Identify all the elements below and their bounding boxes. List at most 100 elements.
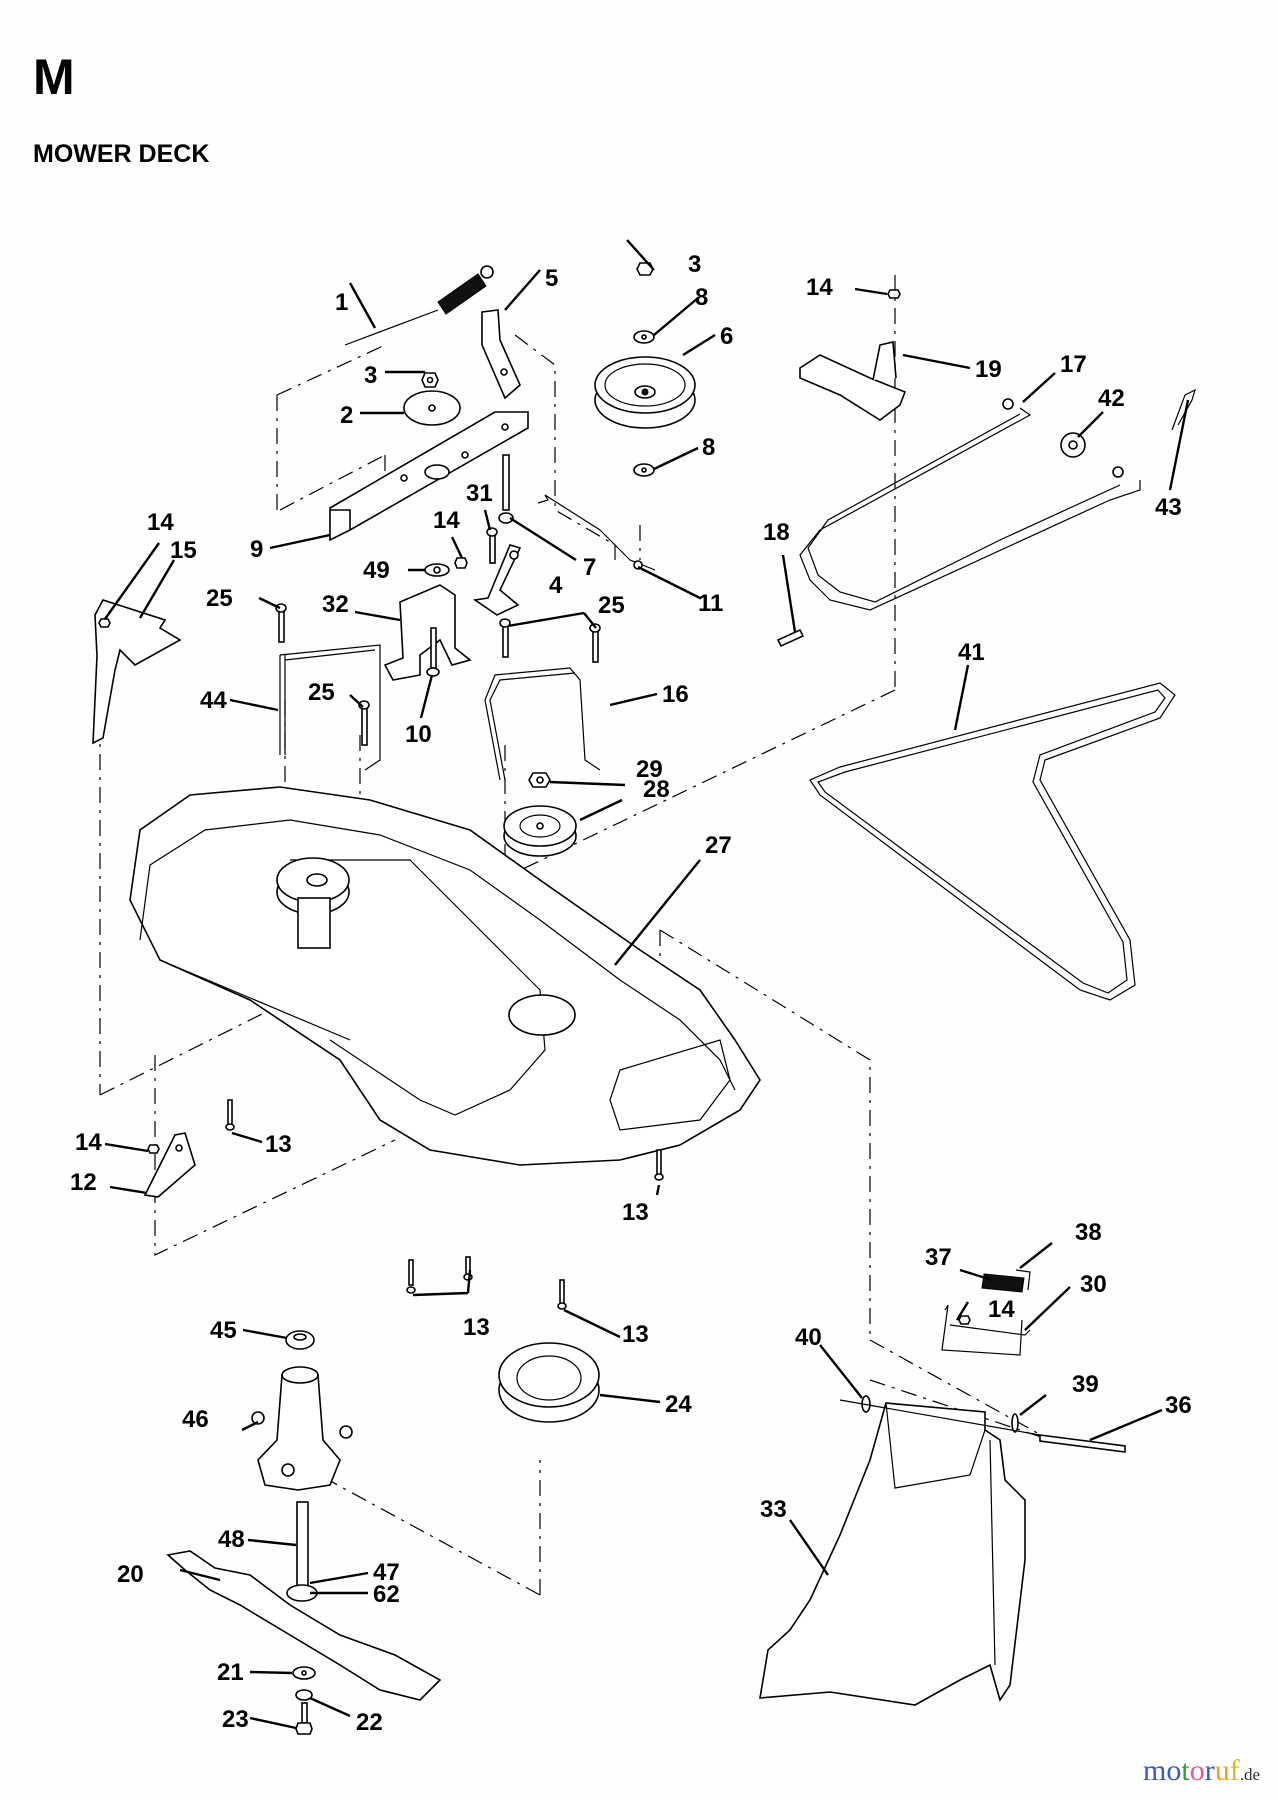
part-36-rod (839, 1399, 1126, 1453)
callout-5: 5 (545, 265, 558, 292)
callout-10: 10 (405, 721, 432, 748)
part-21-washer (292, 1666, 316, 1680)
section-title: MOWER DECK (33, 140, 210, 168)
watermark-letter: o (1189, 1754, 1205, 1787)
part-27-deck-housing (129, 786, 761, 1166)
part-29-nut (528, 772, 551, 788)
part-14-nut-center (454, 557, 468, 569)
part-37-spring (981, 1273, 1025, 1293)
part-14-nut-lower-left (147, 1144, 160, 1154)
callout-44: 44 (200, 687, 227, 714)
part-16-belt-guard (484, 667, 601, 781)
callout-15: 15 (170, 537, 197, 564)
callout-45: 45 (210, 1317, 237, 1344)
part-6-idler-pulley (594, 356, 696, 429)
part-32-bracket (383, 584, 472, 681)
callout-62: 62 (373, 1581, 400, 1608)
watermark-letter: o (1166, 1754, 1182, 1787)
part-18-pin (776, 628, 805, 648)
part-19-bracket (799, 341, 907, 421)
callout-4: 4 (549, 572, 563, 599)
callout-2: 2 (340, 402, 353, 429)
callout-8-top: 8 (695, 284, 708, 311)
part-30-bracket (941, 1304, 1031, 1356)
callout-46: 46 (182, 1406, 209, 1433)
callout-17: 17 (1060, 351, 1087, 378)
callout-23: 23 (222, 1706, 249, 1733)
callout-25-left: 25 (206, 585, 233, 612)
section-letter: M (33, 49, 76, 105)
callout-36: 36 (1165, 1392, 1192, 1419)
part-5-idler-arm (481, 309, 521, 400)
part-15-bracket (92, 599, 182, 745)
part-4-bracket (472, 544, 522, 616)
part-45-bearing (285, 1330, 315, 1350)
part-20-blade (166, 1550, 442, 1701)
part-39-clip (1011, 1413, 1019, 1433)
callout-9: 9 (250, 536, 263, 563)
callout-39: 39 (1072, 1371, 1099, 1398)
callout-30: 30 (1080, 1271, 1107, 1298)
callout-28: 28 (643, 776, 670, 803)
part-48-spindle-shaft (296, 1501, 309, 1588)
part-13-screws (225, 1099, 664, 1310)
callout-27: 27 (705, 832, 732, 859)
part-24-baffle-ring (498, 1342, 600, 1423)
callout-12: 12 (70, 1169, 97, 1196)
part-14-nut-chute (958, 1315, 971, 1325)
callout-3-left: 3 (364, 362, 377, 389)
callout-1: 1 (335, 289, 348, 316)
part-17-hanger-rod (799, 398, 1141, 611)
part-25-bolt-left (275, 603, 287, 643)
watermark-letter: f (1229, 1754, 1240, 1787)
part-25-bolt-right-b (589, 623, 601, 663)
callout-29: 29 (636, 756, 663, 783)
callout-19: 19 (975, 356, 1002, 383)
callout-14-top-right: 14 (806, 274, 833, 301)
watermark-letter: r (1204, 1754, 1215, 1787)
part-10-bolt (426, 627, 440, 677)
callout-33: 33 (760, 1496, 787, 1523)
watermark-suffix: .de (1239, 1765, 1260, 1784)
part-12-bracket (143, 1132, 196, 1198)
callout-48: 48 (218, 1526, 245, 1553)
leader-lines (104, 239, 1190, 1730)
part-41-v-belt (809, 682, 1176, 1001)
watermark-letter: t (1181, 1754, 1190, 1787)
watermark-letter: m (1143, 1754, 1167, 1787)
callout-7: 7 (583, 554, 596, 581)
callout-32: 32 (322, 591, 349, 618)
callout-13-bottom-right: 13 (622, 1321, 649, 1348)
part-42-washer (1060, 432, 1086, 458)
part-25-bolt-right-a (499, 618, 511, 658)
callout-11: 11 (698, 590, 723, 617)
part-22-lock-washer (295, 1689, 313, 1701)
part-49-washer (424, 563, 450, 577)
part-2-washer-plate (403, 390, 461, 426)
callout-18: 18 (763, 519, 790, 546)
callout-21: 21 (217, 1659, 244, 1686)
part-1-spring (344, 265, 494, 346)
part-14-nut-right (887, 289, 901, 299)
deck-spindle-pulley (276, 857, 350, 949)
callout-6: 6 (720, 323, 733, 350)
part-28-pulley (503, 805, 577, 857)
part-23-bolt (295, 1702, 313, 1735)
callout-20: 20 (117, 1561, 144, 1588)
part-11-rod (537, 494, 656, 571)
part-31-bolt (486, 527, 498, 564)
watermark-logo: motoruf.de (1143, 1756, 1260, 1786)
part-38-pin (1015, 1269, 1031, 1291)
callout-labels: 1 2 3 3 4 5 6 7 8 8 9 10 11 12 13 13 13 … (70, 251, 1192, 1736)
callout-47: 47 (373, 1559, 400, 1586)
callout-24: 24 (665, 1391, 692, 1418)
part-7-bolt (498, 454, 514, 524)
part-8-washer-bottom (633, 463, 655, 477)
callout-14-center: 14 (433, 507, 460, 534)
callout-41: 41 (958, 639, 985, 666)
callout-3-right: 3 (688, 251, 701, 278)
part-33-discharge-chute (759, 1402, 1026, 1706)
part-14-nut-left (98, 618, 111, 628)
callout-38: 38 (1075, 1219, 1102, 1246)
